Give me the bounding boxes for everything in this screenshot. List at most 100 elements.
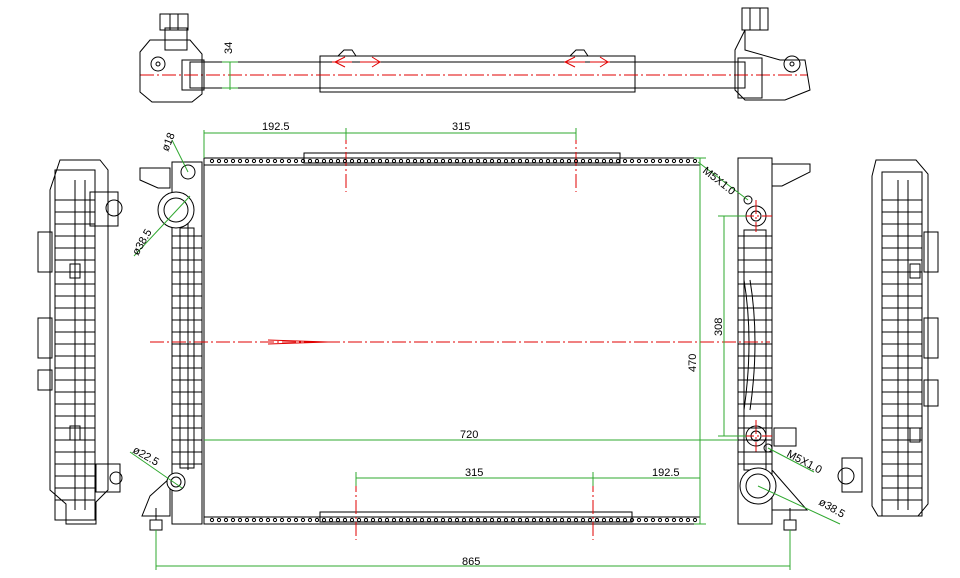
dim-core-pitch-left: 192.5 — [262, 121, 290, 133]
perforation — [216, 517, 222, 523]
leader-small-port-bottom — [129, 451, 183, 489]
perforation — [629, 517, 635, 523]
top-mount-arrows — [332, 49, 610, 68]
perforation — [279, 158, 285, 164]
perforation — [363, 517, 369, 523]
perforation — [587, 158, 593, 164]
perforation — [377, 517, 383, 523]
perforation — [552, 517, 558, 523]
left-side-view — [37, 159, 123, 525]
perforation — [370, 517, 376, 523]
perforation — [615, 517, 621, 523]
dim-bottom-pitch-left: 315 — [465, 467, 483, 479]
dim-bottom-pitch-right: 192.5 — [652, 467, 680, 479]
perforation — [580, 158, 586, 164]
perforation — [657, 517, 663, 523]
perforation — [384, 517, 390, 523]
perforation — [251, 158, 257, 164]
perforation — [300, 158, 306, 164]
core-height-dim — [694, 157, 706, 525]
perforation — [650, 517, 656, 523]
perforation — [573, 517, 579, 523]
perforation — [650, 158, 656, 164]
perforation — [265, 158, 271, 164]
perforation — [594, 158, 600, 164]
perforation — [608, 158, 614, 164]
perforation — [293, 158, 299, 164]
front-view: 192.5 315 720 315 192.5 865 470 — [129, 121, 847, 570]
right-mount-bolt — [783, 508, 797, 531]
perforation — [566, 158, 572, 164]
perforation — [384, 158, 390, 164]
perforation — [349, 158, 355, 164]
perforation — [216, 158, 222, 164]
perforation — [517, 517, 523, 523]
perforation — [475, 517, 481, 523]
perforation — [230, 517, 236, 523]
perforation — [643, 158, 649, 164]
perforation — [321, 517, 327, 523]
top-view: 34 — [139, 7, 811, 103]
perforation — [328, 517, 334, 523]
perforation — [328, 158, 334, 164]
rail-perforations — [209, 158, 698, 523]
perforation — [279, 517, 285, 523]
perforation — [419, 517, 425, 523]
perforation — [587, 517, 593, 523]
perforation — [377, 158, 383, 164]
top-right-end-cap — [734, 7, 811, 101]
perforation — [531, 158, 537, 164]
perforation — [209, 517, 215, 523]
left-side-pipe — [89, 191, 119, 227]
perforation — [272, 158, 278, 164]
perforation — [251, 517, 257, 523]
perforation — [356, 517, 362, 523]
perforation — [286, 158, 292, 164]
top-height-label: 34 — [223, 42, 235, 54]
perforation — [314, 517, 320, 523]
perforation — [531, 517, 537, 523]
leader-thread-bottom — [767, 447, 815, 473]
perforation — [447, 158, 453, 164]
perforation — [244, 158, 250, 164]
perforation — [307, 158, 313, 164]
perforation — [468, 517, 474, 523]
dim-overall-width: 865 — [462, 556, 480, 568]
perforation — [447, 517, 453, 523]
perforation — [636, 517, 642, 523]
top-dimension-chain — [203, 128, 577, 158]
perforation — [615, 158, 621, 164]
perforation — [580, 517, 586, 523]
perforation — [426, 517, 432, 523]
dim-core-pitch-right: 315 — [452, 121, 470, 133]
perforation — [349, 517, 355, 523]
perforation — [503, 517, 509, 523]
perforation — [524, 158, 530, 164]
perforation — [398, 158, 404, 164]
left-side-view-ribs — [55, 199, 95, 501]
perforation — [433, 158, 439, 164]
label-inlet-port: ø38.5 — [130, 227, 154, 257]
perforation — [482, 158, 488, 164]
leader-inlet-port — [133, 195, 191, 257]
center-mark — [267, 339, 329, 345]
perforation — [601, 517, 607, 523]
perforation — [664, 158, 670, 164]
perforation — [517, 158, 523, 164]
perforation — [629, 158, 635, 164]
perforation — [671, 158, 677, 164]
perforation — [230, 158, 236, 164]
label-outlet-port: ø38.5 — [817, 496, 847, 520]
perforation — [412, 517, 418, 523]
perforation — [636, 158, 642, 164]
perforation — [510, 517, 516, 523]
perforation — [370, 158, 376, 164]
perforation — [671, 517, 677, 523]
perforation — [678, 158, 684, 164]
left-mount-bolt — [149, 508, 163, 531]
small-port-bottom — [166, 472, 186, 492]
perforation — [594, 517, 600, 523]
label-thread-bottom: M5X1.0 — [785, 448, 824, 476]
perforation — [482, 517, 488, 523]
